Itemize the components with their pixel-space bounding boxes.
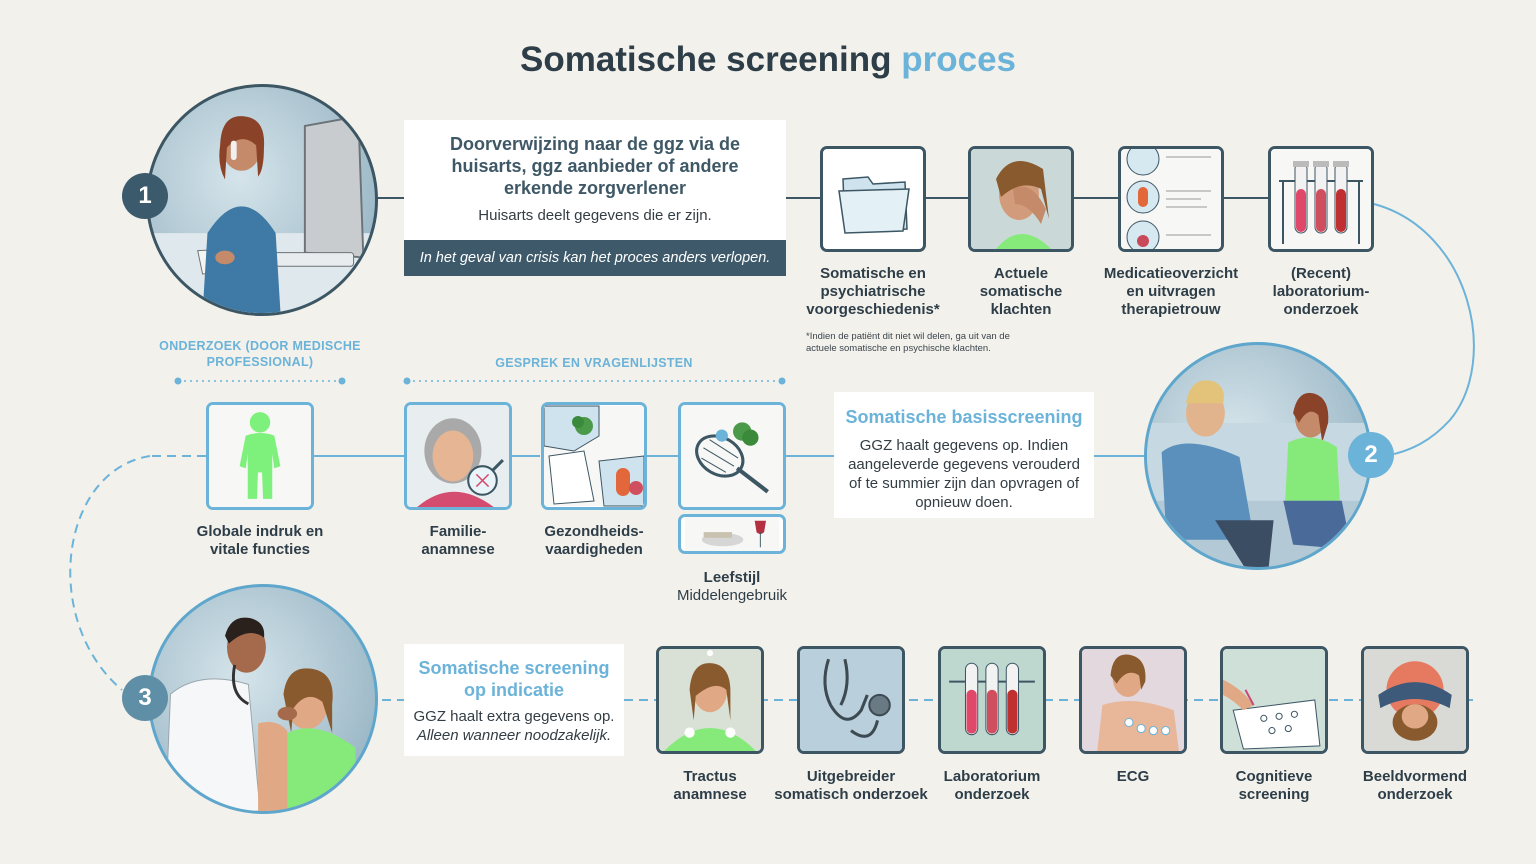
crisis-note: In het geval van crisis kan het proces a…	[404, 240, 786, 276]
indication-body: GGZ haalt extra gegevens op.	[413, 708, 615, 725]
referral-heading: Doorverwijzing naar de ggz via de huisar…	[449, 134, 741, 198]
step-1-badge: 1	[122, 173, 168, 219]
patient-torso-icon	[656, 646, 764, 754]
step-3-badge: 3	[122, 675, 168, 721]
lifestyle-substances-icon	[678, 514, 786, 554]
grandmother-dna-icon	[404, 402, 512, 510]
basic-screening-panel: Somatische basisscreening GGZ haalt gege…	[834, 392, 1094, 518]
page-title: Somatische screening proces	[0, 40, 1536, 80]
ecg-electrodes-icon	[1079, 646, 1187, 754]
title-main: Somatische screening	[519, 40, 892, 79]
distressed-person-icon	[968, 146, 1074, 252]
consultation-illustration	[1144, 342, 1372, 570]
mri-scanner-icon	[1361, 646, 1469, 754]
stethoscope-icon	[797, 646, 905, 754]
gp-phone-call-illustration	[146, 84, 378, 316]
indication-label-tractus: Tractus anamnese	[673, 768, 747, 803]
step-2-number: 2	[1364, 441, 1378, 468]
indication-label-ecg: ECG	[1116, 768, 1150, 785]
basic-sub-substances: Middelengebruik	[676, 587, 788, 604]
doctor-exam-illustration	[148, 584, 378, 814]
lifestyle-sport-icon	[678, 402, 786, 510]
title-accent: proces	[901, 40, 1017, 79]
basic-screening-body: GGZ haalt gegevens op. Indien aangelever…	[848, 437, 1080, 511]
intake-label-history: Somatische en psychiatrische voorgeschie…	[806, 265, 940, 318]
indication-note: Alleen wanneer noodzakelijk.	[416, 727, 612, 744]
step-2-badge: 2	[1348, 432, 1394, 478]
section-exam-heading: ONDERZOEK (DOOR MEDISCHE PROFESSIONAL)	[159, 339, 361, 369]
indication-heading: Somatische screening op indicatie	[418, 658, 610, 700]
cognitive-test-icon	[1220, 646, 1328, 754]
folder-icon	[820, 146, 926, 252]
body-silhouette-icon	[206, 402, 314, 510]
basic-label-lifestyle: Leefstijl	[703, 569, 761, 586]
basic-screening-heading: Somatische basisscreening	[845, 407, 1083, 427]
intake-label-medication: Medicatieoverzicht en uitvragen therapie…	[1103, 265, 1239, 318]
indication-panel: Somatische screening op indicatie GGZ ha…	[404, 644, 624, 756]
health-puzzle-icon	[541, 402, 647, 510]
indication-label-cognitive: Cognitieve screening	[1235, 768, 1313, 803]
footnote: *Indien de patiënt dit niet wil delen, g…	[806, 331, 1010, 354]
intake-label-lab: (Recent) laboratorium-onderzoek	[1272, 265, 1370, 318]
test-tubes-icon	[1268, 146, 1374, 252]
basic-label-vitals: Globale indruk en vitale functies	[196, 523, 324, 558]
medication-list-icon	[1118, 146, 1224, 252]
indication-label-imaging: Beeldvormend onderzoek	[1362, 768, 1468, 803]
indication-label-somatic: Uitgebreider somatisch onderzoek	[774, 768, 928, 803]
basic-label-family: Familie-anamnese	[421, 523, 495, 558]
lab-test-tubes-icon	[938, 646, 1046, 754]
basic-label-health-literacy: Gezondheids-vaardigheden	[544, 523, 644, 558]
intake-label-complaints: Actuele somatische klachten	[979, 265, 1063, 318]
section-interview-heading: GESPREK EN VRAGENLIJSTEN	[495, 356, 693, 370]
indication-label-lab: Laboratorium onderzoek	[943, 768, 1041, 803]
referral-body: Huisarts deelt gegevens die er zijn.	[478, 207, 712, 224]
step-3-number: 3	[138, 684, 152, 711]
step-1-number: 1	[138, 182, 152, 209]
referral-panel: Doorverwijzing naar de ggz via de huisar…	[404, 120, 786, 240]
